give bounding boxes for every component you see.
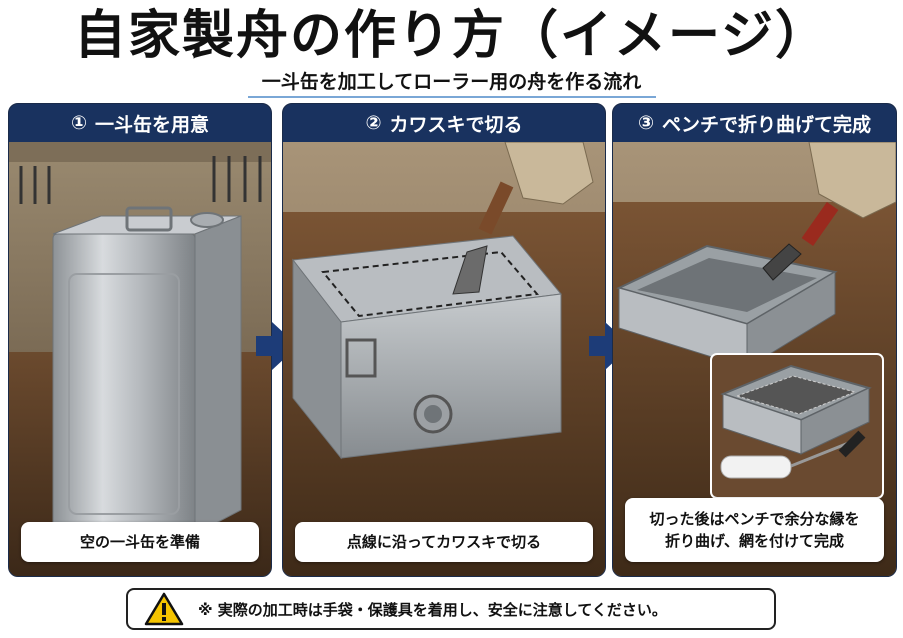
step-3-title: ペンチで折り曲げて完成 bbox=[662, 113, 872, 136]
hand-with-snips-icon bbox=[452, 141, 594, 295]
safety-warning-box: ※ 実際の加工時は手袋・保護具を着用し、安全に注意してください。 bbox=[126, 588, 776, 630]
step-3-caption: 切った後はペンチで余分な縁を 折り曲げ、網を付けて完成 bbox=[625, 498, 884, 562]
step-1-caption: 空の一斗缶を準備 bbox=[21, 522, 259, 562]
oil-can-lying-icon bbox=[292, 235, 562, 460]
step-1-header: ① 一斗缶を用意 bbox=[9, 104, 271, 142]
step-panel-1: ① 一斗缶を用意 bbox=[8, 103, 272, 577]
step-1-title: 一斗缶を用意 bbox=[95, 113, 210, 136]
step-1-number: ① bbox=[70, 112, 88, 134]
safety-warning-text: ※ 実際の加工時は手袋・保護具を着用し、安全に注意してください。 bbox=[198, 600, 667, 619]
step-2-title: カワスキで切る bbox=[389, 113, 523, 136]
step-2-header: ② カワスキで切る bbox=[283, 104, 605, 142]
page-title: 自家製舟の作り方（イメージ） bbox=[74, 6, 829, 66]
step-3-number: ③ bbox=[637, 112, 655, 134]
step-2-caption: 点線に沿ってカワスキで切る bbox=[295, 522, 593, 562]
step-2-photo bbox=[283, 141, 605, 576]
step-1-photo bbox=[9, 142, 271, 576]
step-2-number: ② bbox=[365, 112, 382, 134]
step-3-caption-line-1: 切った後はペンチで余分な縁を bbox=[649, 510, 860, 528]
step-panel-3: ③ ペンチで折り曲げて完成 bbox=[612, 103, 897, 577]
oil-can-icon bbox=[52, 206, 242, 535]
pegboard-tools bbox=[19, 156, 262, 204]
step-3-caption-line-2: 折り曲げ、網を付けて完成 bbox=[665, 532, 844, 550]
step-3-header: ③ ペンチで折り曲げて完成 bbox=[613, 104, 896, 142]
page-subtitle: 一斗缶を加工してローラー用の舟を作る流れ bbox=[261, 71, 642, 93]
warning-triangle-icon bbox=[144, 592, 184, 626]
step-panel-2: ② カワスキで切る bbox=[282, 103, 606, 577]
subtitle-underline bbox=[248, 96, 656, 98]
hand-with-pliers-icon bbox=[762, 141, 896, 281]
inset-tray-with-roller-photo bbox=[710, 353, 884, 499]
